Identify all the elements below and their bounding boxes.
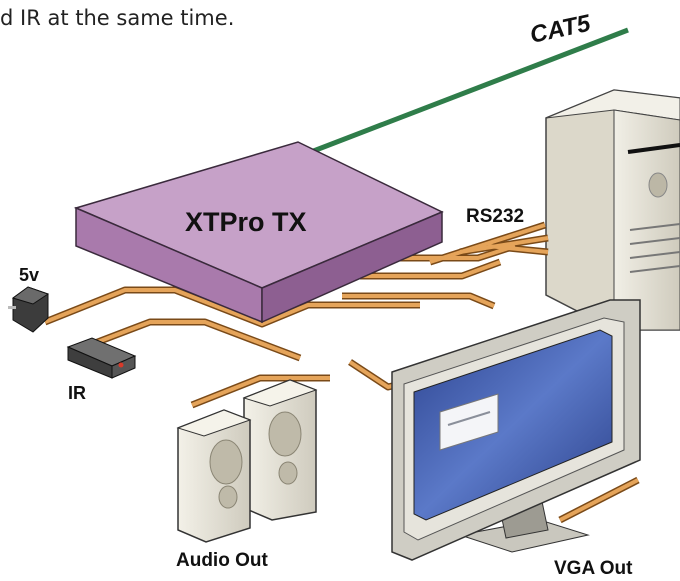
caption-text: d IR at the same time. <box>0 6 235 30</box>
device-label: XTPro TX <box>185 207 307 237</box>
xtpro-tx-device <box>73 141 444 324</box>
cat5-cable <box>289 27 629 163</box>
cat5-label: CAT5 <box>528 10 594 49</box>
rs232-label: RS232 <box>466 206 524 227</box>
speakers <box>176 379 318 543</box>
power-label: 5v <box>19 265 39 285</box>
pc-tower <box>545 89 680 331</box>
power-adapter <box>8 286 50 333</box>
vga-monitor <box>391 299 641 561</box>
ir-receiver <box>66 337 137 379</box>
ir-label: IR <box>68 383 86 403</box>
cable-bundle <box>43 221 640 524</box>
audio-out-label: Audio Out <box>176 550 268 571</box>
vga-out-label: VGA Out <box>554 558 633 579</box>
